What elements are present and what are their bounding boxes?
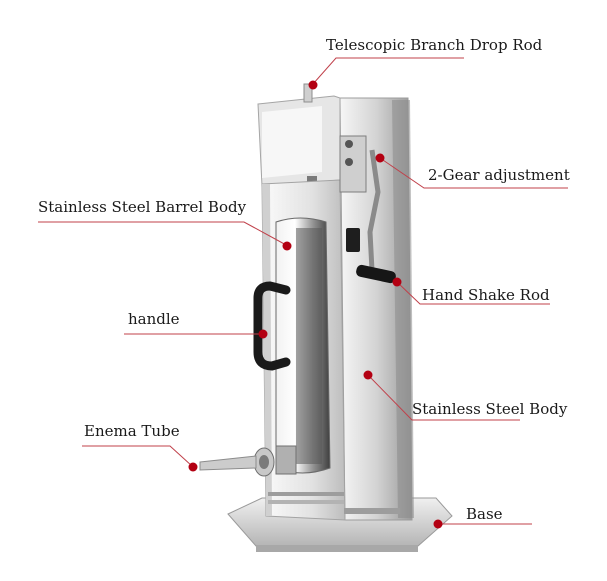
leader-lines bbox=[38, 57, 568, 525]
leader-handshake bbox=[396, 281, 550, 305]
leader-barrel bbox=[38, 221, 289, 247]
leader-2gear bbox=[379, 157, 568, 189]
marker-handshake bbox=[392, 277, 402, 287]
marker-telescopic bbox=[308, 80, 318, 90]
lower-cross-bars bbox=[268, 492, 400, 514]
stainless-steel-barrel bbox=[275, 217, 331, 474]
label-enema-tube: Enema Tube bbox=[84, 422, 180, 440]
label-2-gear-adjustment: 2-Gear adjustment bbox=[428, 166, 570, 184]
marker-enema bbox=[188, 462, 198, 472]
leader-telescopic bbox=[312, 57, 464, 85]
marker-2gear bbox=[375, 153, 385, 163]
label-hand-shake-rod: Hand Shake Rod bbox=[422, 286, 550, 304]
label-stainless-steel-barrel-body: Stainless Steel Barrel Body bbox=[38, 198, 247, 216]
label-handle: handle bbox=[128, 310, 180, 328]
leader-ssbody bbox=[367, 374, 520, 421]
marker-dots bbox=[188, 80, 443, 529]
marker-barrel bbox=[282, 241, 292, 251]
label-telescopic-branch-drop-rod: Telescopic Branch Drop Rod bbox=[326, 36, 543, 54]
label-base: Base bbox=[466, 505, 503, 523]
enema-tube-nozzle bbox=[199, 445, 297, 477]
leader-enema bbox=[82, 445, 193, 467]
top-frame-block bbox=[257, 95, 341, 187]
marker-handle bbox=[258, 329, 268, 339]
marker-ssbody bbox=[363, 370, 373, 380]
gear-and-crank bbox=[339, 135, 396, 284]
label-stainless-steel-body: Stainless Steel Body bbox=[412, 400, 568, 418]
stainless-steel-body-panel bbox=[339, 97, 414, 521]
marker-base bbox=[433, 519, 443, 529]
black-handle bbox=[253, 281, 291, 371]
